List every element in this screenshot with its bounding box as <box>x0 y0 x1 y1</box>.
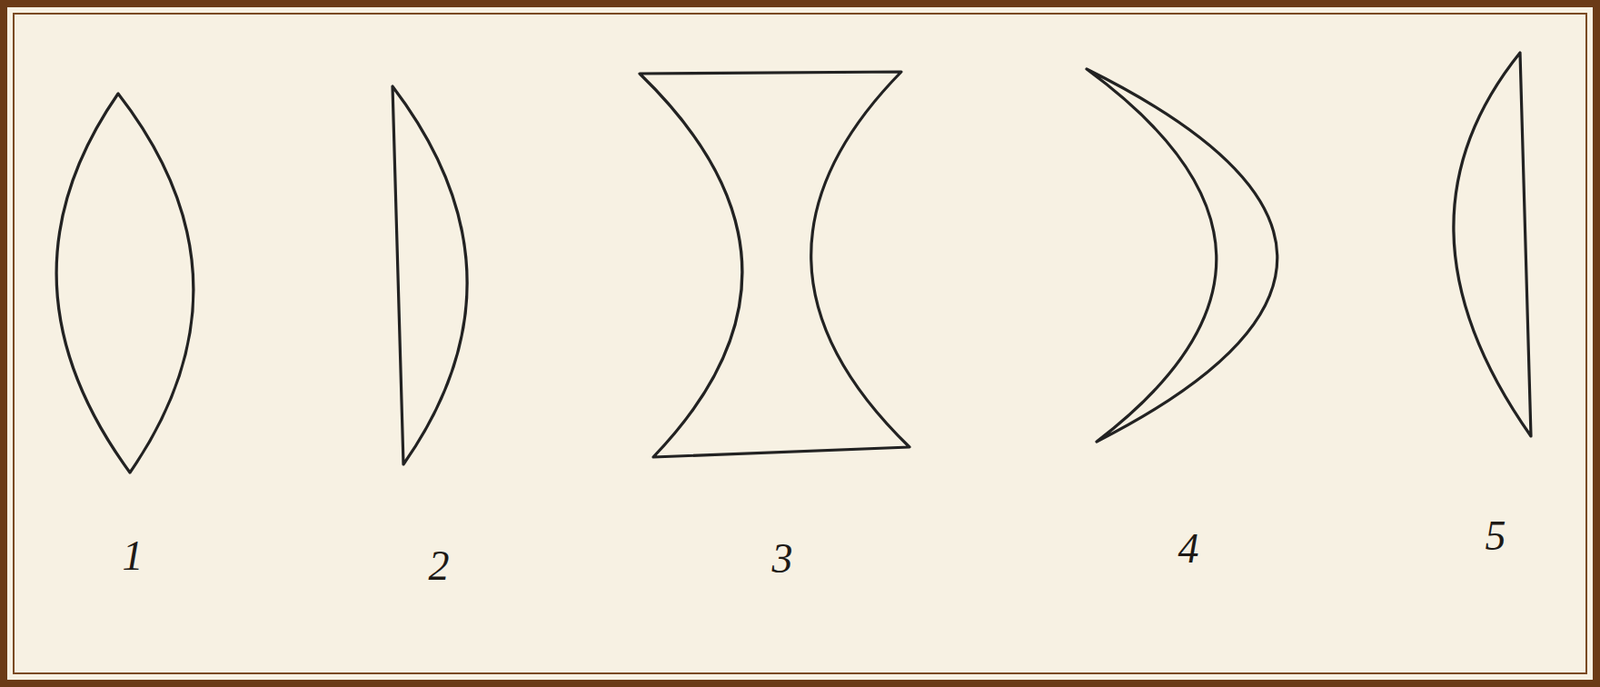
callout-number: 2 <box>428 545 450 587</box>
biconcave-lens <box>639 71 910 458</box>
plano-convex-lens <box>1453 52 1531 437</box>
biconvex-lens <box>56 93 194 473</box>
plano-convex-lens <box>392 86 468 465</box>
callout-number: 5 <box>1485 515 1507 557</box>
meniscus-lens <box>1086 69 1278 442</box>
callout-number: 1 <box>122 535 144 577</box>
inner-frame <box>13 13 1587 674</box>
callout-number: 4 <box>1178 527 1200 570</box>
callout-number: 3 <box>772 537 794 580</box>
outer-frame <box>3 3 1597 684</box>
